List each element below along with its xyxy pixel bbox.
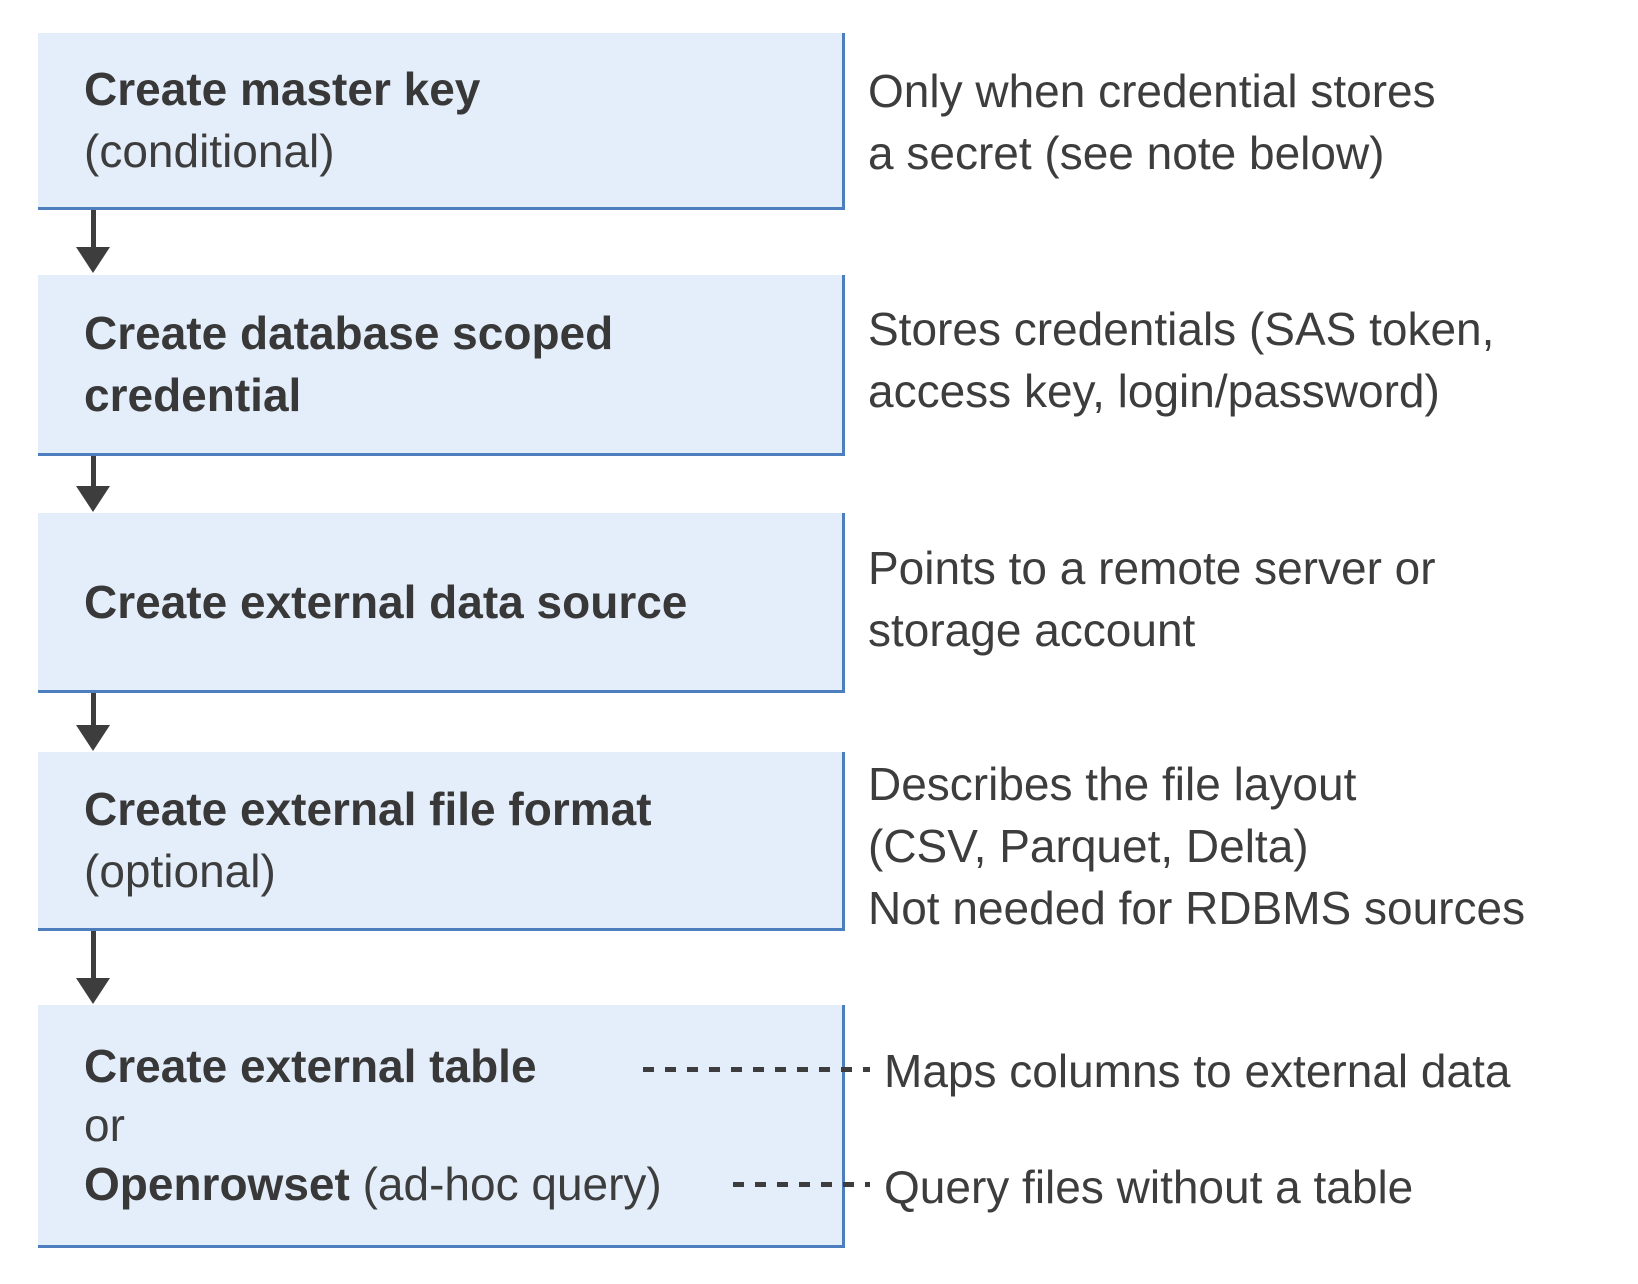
dashed-connector-external-table [643, 1067, 870, 1072]
step-box-external-data-source: Create external data source [38, 513, 845, 693]
or-label: or [84, 1098, 125, 1151]
step-box-database-scoped-credential: Create database scoped credential [38, 275, 845, 456]
arrow-head [76, 247, 110, 273]
step-subtitle: (conditional) [84, 125, 335, 177]
step-box-create-master-key: Create master key (conditional) [38, 33, 845, 210]
annotation-data-source: Points to a remote server or storage acc… [868, 542, 1436, 656]
annotation-file-format: Describes the file layout (CSV, Parquet,… [868, 758, 1526, 934]
arrow-stem [90, 693, 96, 725]
arrow-stem [90, 456, 96, 486]
down-arrow-icon [75, 931, 111, 1004]
arrow-stem [90, 210, 96, 247]
arrow-head [76, 486, 110, 512]
arrow-head [76, 978, 110, 1004]
step-box-external-table-or-openrowset: Create external table or Openrowset (ad-… [38, 1005, 845, 1248]
annotation-openrowset: Query files without a table [884, 1161, 1414, 1213]
down-arrow-icon [75, 693, 111, 751]
annotation-external-table: Maps columns to external data [884, 1045, 1511, 1097]
step-subtitle: (optional) [84, 845, 276, 897]
dashed-connector-openrowset [733, 1182, 870, 1187]
annotation-credential: Stores credentials (SAS token, access ke… [868, 303, 1495, 417]
down-arrow-icon [75, 210, 111, 273]
step-box-external-file-format: Create external file format (optional) [38, 752, 845, 931]
annotation-master-key: Only when credential stores a secret (se… [868, 65, 1436, 179]
openrowset-suffix: (ad-hoc query) [362, 1157, 662, 1210]
step-title-openrowset: Openrowset (ad-hoc query) [84, 1157, 662, 1210]
arrow-head [76, 725, 110, 751]
down-arrow-icon [75, 456, 111, 512]
step-title: Create external data source [84, 575, 688, 628]
arrow-stem [90, 931, 96, 978]
step-title: Create master key [84, 63, 481, 115]
step-title-external-table: Create external table [84, 1039, 537, 1092]
step-title: Create external file format [84, 783, 652, 835]
step-title: Create database scoped credential [84, 307, 614, 421]
